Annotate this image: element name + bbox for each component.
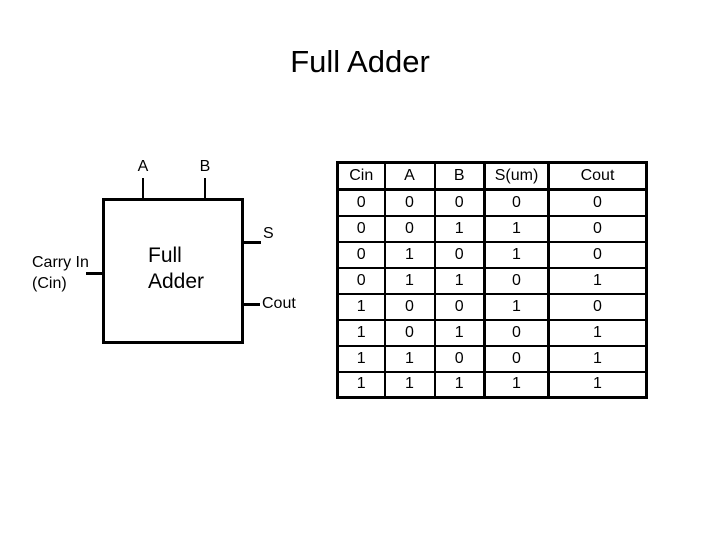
carry-in-label-line2: (Cin) <box>32 275 67 292</box>
cell-b: 1 <box>433 266 486 295</box>
cell-a: 0 <box>383 292 436 321</box>
cell-cin: 1 <box>336 292 386 321</box>
input-b-wire <box>204 178 206 199</box>
truth-table-row: 0 0 1 1 0 <box>336 214 648 243</box>
cell-b: 0 <box>433 240 486 269</box>
cell-sum: 0 <box>483 266 550 295</box>
cell-cin: 0 <box>336 214 386 243</box>
cell-a: 0 <box>383 188 436 217</box>
truth-table-header-cout: Cout <box>547 161 648 191</box>
cell-a: 1 <box>383 266 436 295</box>
truth-table-header-sum: S(um) <box>483 161 550 191</box>
truth-table-header-a: A <box>383 161 436 191</box>
full-adder-block-label-line1: Full <box>148 244 182 267</box>
truth-table-row: 1 1 0 0 1 <box>336 344 648 373</box>
cell-sum: 0 <box>483 318 550 347</box>
full-adder-block: Full Adder <box>102 198 244 344</box>
truth-table-row: 0 1 0 1 0 <box>336 240 648 269</box>
cell-cin: 0 <box>336 188 386 217</box>
truth-table-row: 0 1 1 0 1 <box>336 266 648 295</box>
cell-b: 0 <box>433 188 486 217</box>
cell-cout: 1 <box>547 266 648 295</box>
cell-cin: 0 <box>336 266 386 295</box>
cell-b: 1 <box>433 318 486 347</box>
cell-a: 1 <box>383 240 436 269</box>
cell-cout: 0 <box>547 188 648 217</box>
carry-in-label: Carry In (Cin) <box>32 252 89 294</box>
cell-b: 1 <box>433 370 486 399</box>
cell-sum: 1 <box>483 292 550 321</box>
cell-a: 1 <box>383 344 436 373</box>
truth-table-header-b: B <box>433 161 486 191</box>
cell-sum: 0 <box>483 344 550 373</box>
cell-cout: 1 <box>547 318 648 347</box>
sum-output-label: S <box>263 225 274 242</box>
cell-cin: 0 <box>336 240 386 269</box>
carry-in-label-line1: Carry In <box>32 254 89 271</box>
cell-a: 1 <box>383 370 436 399</box>
cell-b: 1 <box>433 214 486 243</box>
cell-sum: 1 <box>483 214 550 243</box>
slide-title: Full Adder <box>290 44 430 79</box>
input-b-label: B <box>199 158 211 175</box>
truth-table-row: 0 0 0 0 0 <box>336 188 648 217</box>
carry-in-wire <box>86 272 103 275</box>
sum-output-wire <box>243 241 261 244</box>
cell-a: 0 <box>383 214 436 243</box>
carry-out-label: Cout <box>262 295 296 312</box>
truth-table-row: 1 1 1 1 1 <box>336 370 648 399</box>
cell-sum: 1 <box>483 240 550 269</box>
carry-out-wire <box>243 303 260 306</box>
full-adder-block-label-line2: Adder <box>148 270 205 293</box>
cell-cout: 1 <box>547 370 648 399</box>
input-a-wire <box>142 178 144 199</box>
cell-sum: 1 <box>483 370 550 399</box>
cell-sum: 0 <box>483 188 550 217</box>
truth-table-header-cin: Cin <box>336 161 386 191</box>
truth-table-row: 1 0 1 0 1 <box>336 318 648 347</box>
cell-cout: 0 <box>547 292 648 321</box>
cell-b: 0 <box>433 292 486 321</box>
truth-table: Cin A B S(um) Cout 0 0 0 0 0 0 0 1 1 0 <box>336 161 648 399</box>
truth-table-row: 1 0 0 1 0 <box>336 292 648 321</box>
cell-cout: 1 <box>547 344 648 373</box>
cell-a: 0 <box>383 318 436 347</box>
cell-cin: 1 <box>336 318 386 347</box>
cell-cout: 0 <box>547 240 648 269</box>
cell-b: 0 <box>433 344 486 373</box>
truth-table-header-row: Cin A B S(um) Cout <box>336 161 648 191</box>
input-a-label: A <box>137 158 149 175</box>
cell-cin: 1 <box>336 370 386 399</box>
cell-cin: 1 <box>336 344 386 373</box>
cell-cout: 0 <box>547 214 648 243</box>
full-adder-block-label: Full Adder <box>148 243 204 295</box>
